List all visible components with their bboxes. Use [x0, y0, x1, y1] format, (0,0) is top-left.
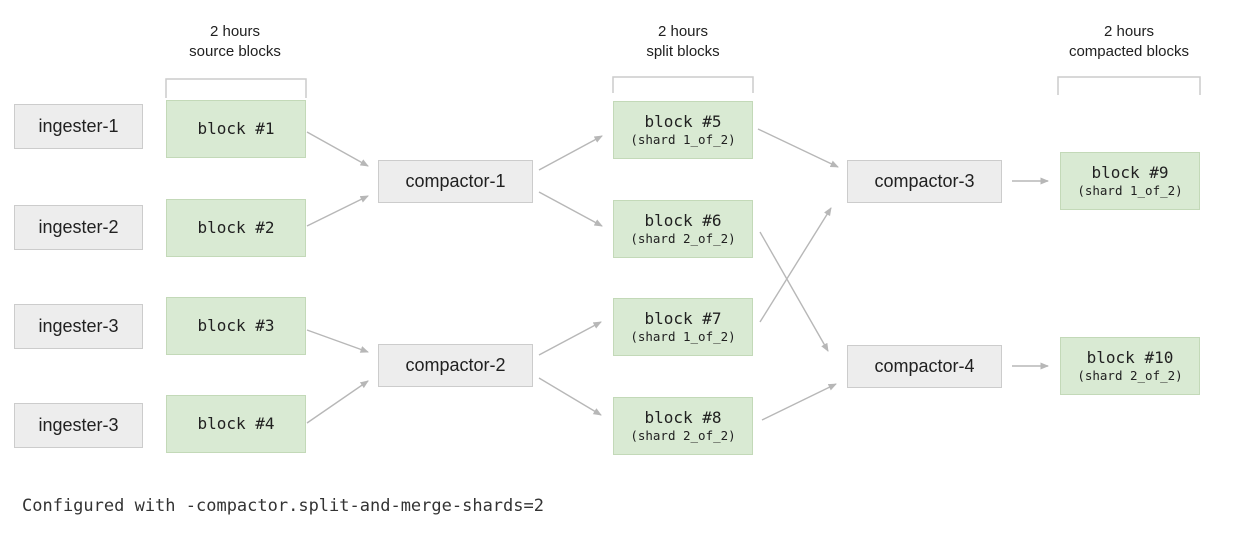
ingester-2-label: ingester-2 — [38, 217, 119, 237]
split-block-7-shard: (shard 1_of_2) — [630, 329, 736, 344]
source-blocks-header-line1: 2 hours — [209, 23, 261, 40]
compactor-4-node: compactor-4 — [847, 345, 1002, 388]
compacted-block-10-label: block #10 — [1086, 348, 1174, 367]
ingester-2-node: ingester-2 — [14, 205, 143, 250]
ingester-3-label: ingester-3 — [38, 316, 119, 336]
arrow-block4-to-compactor2 — [306, 380, 369, 424]
source-block-3-label: block #3 — [197, 316, 275, 335]
compactor-3-label: compactor-3 — [874, 171, 975, 191]
source-block-4-label: block #4 — [197, 414, 275, 433]
source-blocks-header: 2 hours source blocks — [125, 22, 345, 62]
compacted-block-10-shard: (shard 2_of_2) — [1077, 368, 1183, 383]
compactor-3-node: compactor-3 — [847, 160, 1002, 203]
split-blocks-header-line1: 2 hours — [657, 23, 709, 40]
source-block-2: block #2 — [166, 199, 306, 257]
arrow-compactor2-to-block8 — [538, 377, 602, 416]
arrow-block5-to-compactor3 — [757, 128, 839, 168]
source-block-1: block #1 — [166, 100, 306, 158]
split-block-7-label: block #7 — [644, 309, 722, 328]
arrow-compactor1-to-block6 — [538, 191, 603, 227]
ingester-1-label: ingester-1 — [38, 116, 119, 136]
source-block-2-label: block #2 — [197, 218, 275, 237]
arrow-block8-to-compactor4 — [761, 383, 837, 421]
split-block-6: block #6 (shard 2_of_2) — [613, 200, 753, 258]
split-block-8-label: block #8 — [644, 408, 722, 427]
arrow-block6-to-compactor4 — [759, 231, 829, 352]
split-blocks-header-line2: split blocks — [646, 43, 720, 60]
compacted-block-9-label: block #9 — [1091, 163, 1169, 182]
split-blocks-header: 2 hours split blocks — [573, 22, 793, 62]
compactor-2-node: compactor-2 — [378, 344, 533, 387]
source-block-3: block #3 — [166, 297, 306, 355]
split-block-6-shard: (shard 2_of_2) — [630, 231, 736, 246]
compacted-blocks-bracket — [1057, 76, 1201, 95]
source-block-1-label: block #1 — [197, 119, 275, 138]
split-block-5-shard: (shard 1_of_2) — [630, 132, 736, 147]
source-blocks-header-line2: source blocks — [189, 43, 281, 60]
split-block-5-label: block #5 — [644, 112, 722, 131]
source-blocks-bracket — [165, 78, 307, 98]
split-block-5: block #5 (shard 1_of_2) — [613, 101, 753, 159]
compactor-4-label: compactor-4 — [874, 356, 975, 376]
split-block-6-label: block #6 — [644, 211, 722, 230]
compacted-block-9-shard: (shard 1_of_2) — [1077, 183, 1183, 198]
ingester-3b-node: ingester-3 — [14, 403, 143, 448]
compactor-1-label: compactor-1 — [405, 171, 506, 191]
arrow-compactor1-to-block5 — [538, 135, 603, 171]
config-caption: Configured with -compactor.split-and-mer… — [22, 496, 544, 516]
compacted-blocks-header: 2 hours compacted blocks — [1019, 22, 1236, 62]
ingester-3-node: ingester-3 — [14, 304, 143, 349]
ingester-3b-label: ingester-3 — [38, 415, 119, 435]
compacted-block-9: block #9 (shard 1_of_2) — [1060, 152, 1200, 210]
split-block-8-shard: (shard 2_of_2) — [630, 428, 736, 443]
arrow-compactor2-to-block7 — [538, 321, 602, 356]
ingester-1-node: ingester-1 — [14, 104, 143, 149]
compacted-blocks-header-line1: 2 hours — [1103, 23, 1155, 40]
compactor-1-node: compactor-1 — [378, 160, 533, 203]
arrow-block1-to-compactor1 — [306, 131, 369, 167]
arrow-block3-to-compactor2 — [306, 329, 369, 353]
split-block-8: block #8 (shard 2_of_2) — [613, 397, 753, 455]
source-block-4: block #4 — [166, 395, 306, 453]
compactor-2-label: compactor-2 — [405, 355, 506, 375]
arrow-block7-to-compactor3 — [759, 207, 832, 323]
split-block-7: block #7 (shard 1_of_2) — [613, 298, 753, 356]
arrow-block2-to-compactor1 — [306, 195, 369, 227]
compacted-block-10: block #10 (shard 2_of_2) — [1060, 337, 1200, 395]
compacted-blocks-header-line2: compacted blocks — [1068, 43, 1190, 60]
split-blocks-bracket — [612, 76, 754, 93]
